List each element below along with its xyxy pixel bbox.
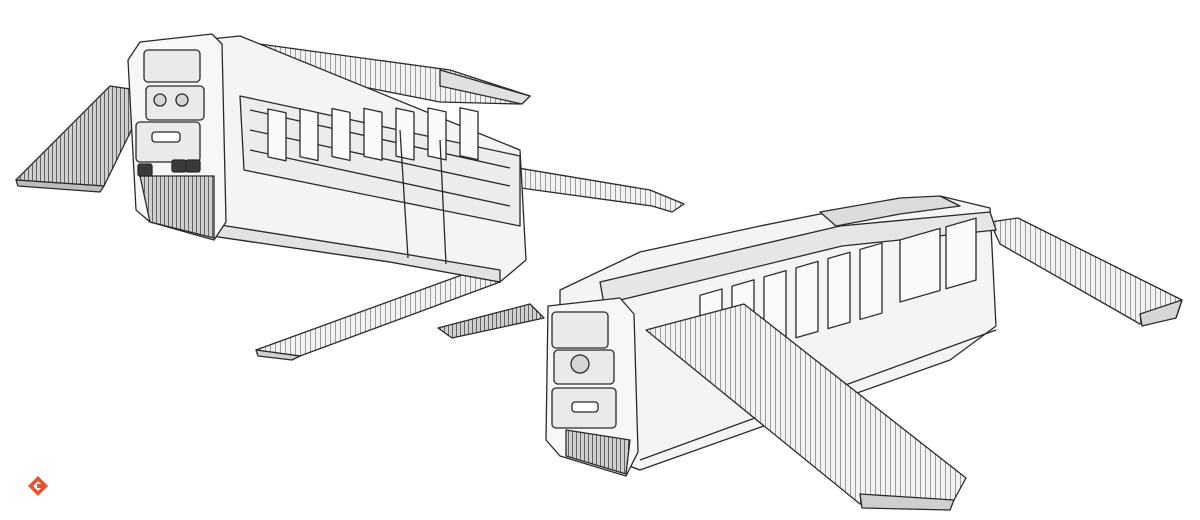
ramp-wing xyxy=(645,303,967,511)
rear-wing xyxy=(989,217,1183,327)
front-face xyxy=(545,297,639,477)
brand-logo-icon xyxy=(28,476,48,496)
left-wing xyxy=(15,85,151,193)
hull xyxy=(193,35,527,283)
lower-wing xyxy=(255,271,501,361)
left-wing xyxy=(437,303,545,339)
dropship-bottom-view xyxy=(437,195,1183,511)
dropship-top-view xyxy=(15,33,685,361)
right-wing xyxy=(505,165,685,213)
front-face xyxy=(127,33,227,241)
